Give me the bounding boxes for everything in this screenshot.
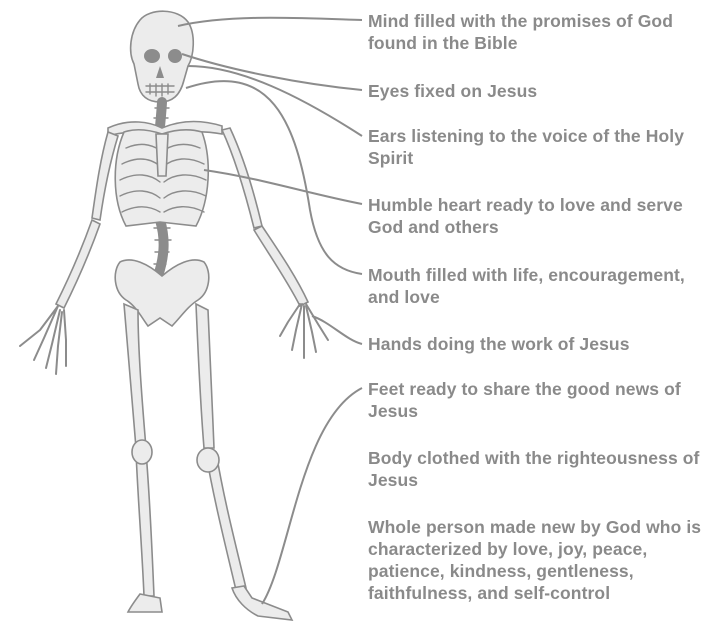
leader-eyes (182, 54, 362, 90)
label-eyes: Eyes fixed on Jesus (368, 80, 702, 102)
leader-heart (204, 170, 362, 204)
label-body: Body clothed with the righteousness of J… (368, 447, 702, 491)
label-whole: Whole person made new by God who is char… (368, 516, 702, 604)
label-feet: Feet ready to share the good news of Jes… (368, 378, 702, 422)
legs (124, 304, 246, 596)
leader-feet (262, 388, 362, 604)
leader-mind (178, 18, 362, 26)
rib-cage (115, 130, 208, 226)
label-mouth: Mouth filled with life, encouragement, a… (368, 264, 702, 308)
label-heart: Humble heart ready to love and serve God… (368, 194, 702, 238)
label-ears: Ears listening to the voice of the Holy … (368, 125, 702, 169)
label-mind: Mind filled with the promises of God fou… (368, 10, 702, 54)
leader-hands (312, 316, 362, 344)
label-hands: Hands doing the work of Jesus (368, 333, 702, 355)
